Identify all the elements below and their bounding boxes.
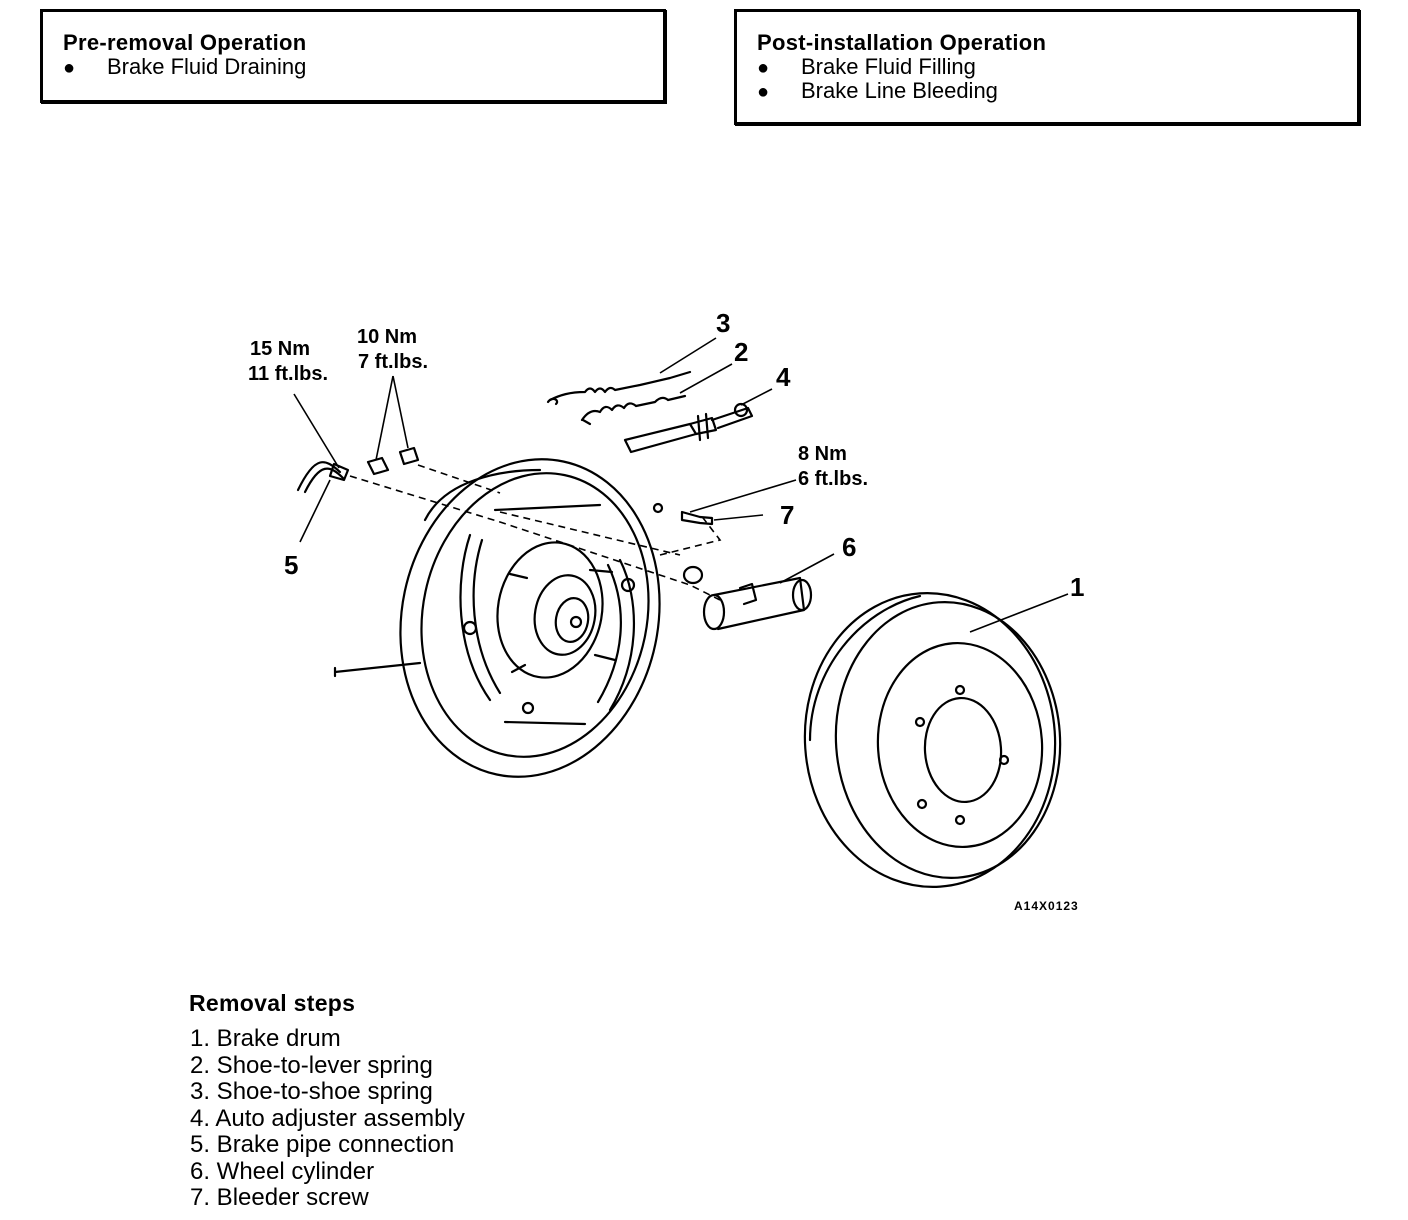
backing-plate	[399, 458, 661, 778]
pre-removal-title: Pre-removal Operation	[63, 30, 307, 55]
pre-removal-item-label: Brake Fluid Draining	[107, 54, 307, 79]
torque-backplate-nm: 10 Nm	[357, 326, 417, 348]
list-item: 4. Auto adjuster assembly	[190, 1104, 465, 1132]
brake-drum	[803, 591, 1062, 889]
auto-adjuster	[623, 402, 754, 454]
torque-backplate-ftlbs: 7 ft.lbs.	[358, 351, 428, 373]
assembly-line-b	[499, 511, 722, 556]
callout-5: 5	[284, 550, 298, 580]
brake-pipe	[296, 461, 350, 494]
list-item: 7. Bleeder screw	[190, 1184, 369, 1211]
post-installation-item-label: Brake Fluid Filling	[801, 54, 976, 79]
hub-assembly	[496, 541, 617, 679]
post-installation-box: Post-installation Operation ● Brake Fluid…	[734, 9, 1360, 125]
post-installation-item: ● Brake Line Bleeding	[757, 78, 998, 104]
brake-shoes	[459, 503, 636, 726]
bullet-icon: ●	[757, 57, 770, 79]
callout-4: 4	[776, 362, 791, 392]
wheel-cylinder	[682, 565, 813, 631]
bleeder-screw	[652, 502, 714, 526]
torque-bleeder-nm: 8 Nm	[798, 443, 847, 465]
list-item: 5. Brake pipe connection	[190, 1131, 455, 1158]
leader-7	[713, 514, 764, 521]
list-item: 2. Shoe-to-lever spring	[190, 1051, 433, 1079]
leader-1	[969, 593, 1069, 633]
removal-steps-list: 1. Brake drum 2. Shoe-to-lever spring 3.…	[190, 1025, 465, 1212]
bullet-icon: ●	[757, 81, 770, 103]
leader-4	[740, 388, 773, 406]
assembly-line-a	[349, 464, 721, 601]
leader-3	[659, 337, 717, 374]
torque-pipe-ftlbs: 11 ft.lbs.	[248, 363, 328, 385]
leader-torque-bolt-a	[375, 375, 394, 461]
parking-brake-stud	[333, 661, 422, 678]
callout-6: 6	[842, 532, 856, 562]
callout-7: 7	[780, 500, 794, 530]
leader-torque-pipe	[293, 393, 340, 469]
callout-3: 3	[716, 308, 730, 338]
removal-steps-title: Removal steps	[189, 990, 356, 1016]
list-item: 1. Brake drum	[190, 1025, 341, 1052]
post-installation-title: Post-installation Operation	[757, 30, 1047, 55]
springs	[546, 370, 692, 426]
leader-6	[779, 553, 835, 584]
leader-torque-bolt-b	[392, 375, 409, 449]
leader-torque-bleeder	[689, 479, 797, 513]
figure-id: A14X0123	[1014, 899, 1079, 913]
torque-pipe-nm: 15 Nm	[250, 338, 310, 360]
callout-2: 2	[734, 337, 748, 367]
backplate-bolts	[366, 446, 420, 476]
list-item: 6. Wheel cylinder	[190, 1157, 375, 1185]
bullet-icon: ●	[63, 57, 76, 79]
torque-bleeder-ftlbs: 6 ft.lbs.	[798, 468, 868, 490]
pre-removal-box: Pre-removal Operation ● Brake Fluid Drain…	[40, 9, 666, 103]
callout-1: 1	[1070, 572, 1084, 602]
post-installation-item-label: Brake Line Bleeding	[801, 78, 998, 103]
list-item: 3. Shoe-to-shoe spring	[190, 1078, 433, 1105]
leader-5	[299, 479, 331, 543]
leader-2	[679, 363, 733, 394]
pre-removal-item: ● Brake Fluid Draining	[63, 54, 306, 80]
post-installation-item: ● Brake Fluid Filling	[757, 54, 976, 80]
